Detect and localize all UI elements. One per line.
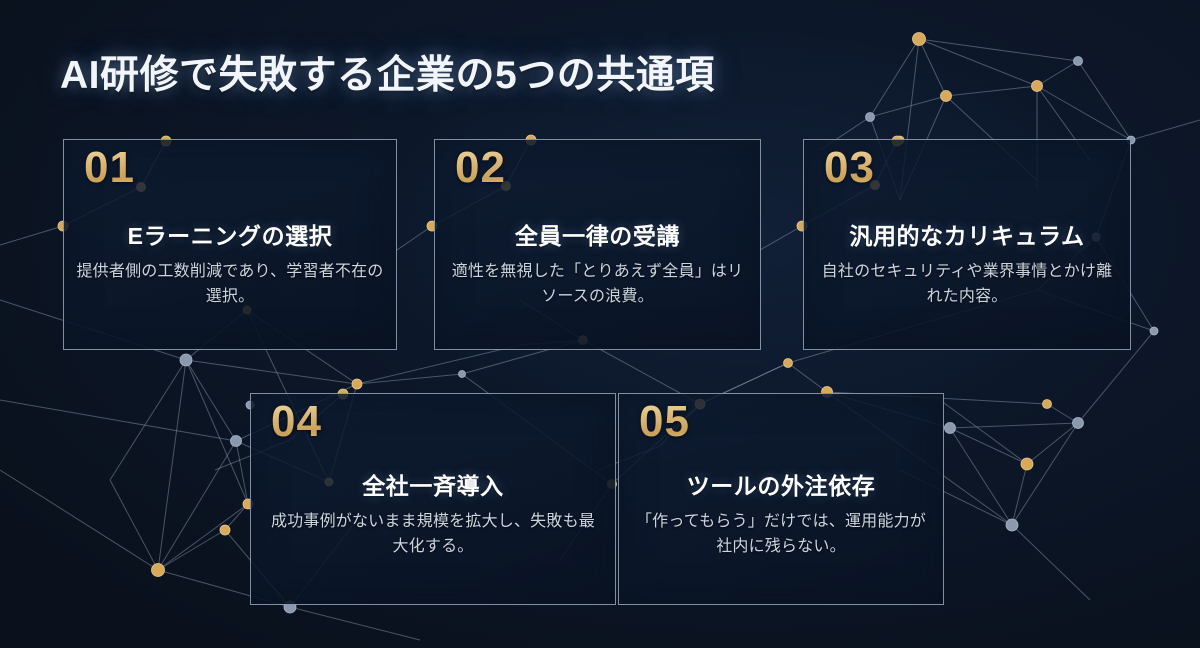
card-body-03: 汎用的なカリキュラム 自社のセキュリティや業界事情とかけ離れた内容。 <box>804 222 1130 309</box>
reason-card-01: 01 Eラーニングの選択 提供者側の工数削減であり、学習者不在の選択。 <box>63 139 397 350</box>
card-description-04: 成功事例がないまま規模を拡大し、失敗も最大化する。 <box>270 512 595 555</box>
card-heading-03: 汎用的なカリキュラム <box>849 223 1085 249</box>
card-description-03: 自社のセキュリティや業界事情とかけ離れた内容。 <box>821 262 1113 305</box>
card-number-03: 03 <box>824 143 875 192</box>
card-number-05: 05 <box>639 397 690 446</box>
card-number-01: 01 <box>84 143 135 192</box>
card-heading-04: 全社一斉導入 <box>362 473 504 499</box>
reason-card-03: 03 汎用的なカリキュラム 自社のセキュリティや業界事情とかけ離れた内容。 <box>803 139 1131 350</box>
page-title: AI研修で失敗する企業の5つの共通項 <box>60 54 715 97</box>
card-number-02: 02 <box>455 143 506 192</box>
card-heading-02: 全員一律の受講 <box>514 223 681 249</box>
reason-card-05: 05 ツールの外注依存 「作ってもらう」だけでは、運用能力が社内に残らない。 <box>618 393 944 605</box>
card-heading-05: ツールの外注依存 <box>686 473 876 499</box>
card-description-01: 提供者側の工数削減であり、学習者不在の選択。 <box>76 262 384 305</box>
card-body-01: Eラーニングの選択 提供者側の工数削減であり、学習者不在の選択。 <box>64 222 396 309</box>
card-body-04: 全社一斉導入 成功事例がないまま規模を拡大し、失敗も最大化する。 <box>251 472 615 559</box>
card-body-05: ツールの外注依存 「作ってもらう」だけでは、運用能力が社内に残らない。 <box>619 472 943 559</box>
card-description-02: 適性を無視した「とりあえず全員」はリソースの浪費。 <box>451 262 744 305</box>
card-body-02: 全員一律の受講 適性を無視した「とりあえず全員」はリソースの浪費。 <box>435 222 760 309</box>
reason-card-04: 04 全社一斉導入 成功事例がないまま規模を拡大し、失敗も最大化する。 <box>250 393 616 605</box>
card-number-04: 04 <box>271 397 322 446</box>
card-description-05: 「作ってもらう」だけでは、運用能力が社内に残らない。 <box>635 512 926 555</box>
reason-card-02: 02 全員一律の受講 適性を無視した「とりあえず全員」はリソースの浪費。 <box>434 139 761 350</box>
card-heading-01: Eラーニングの選択 <box>127 223 333 249</box>
